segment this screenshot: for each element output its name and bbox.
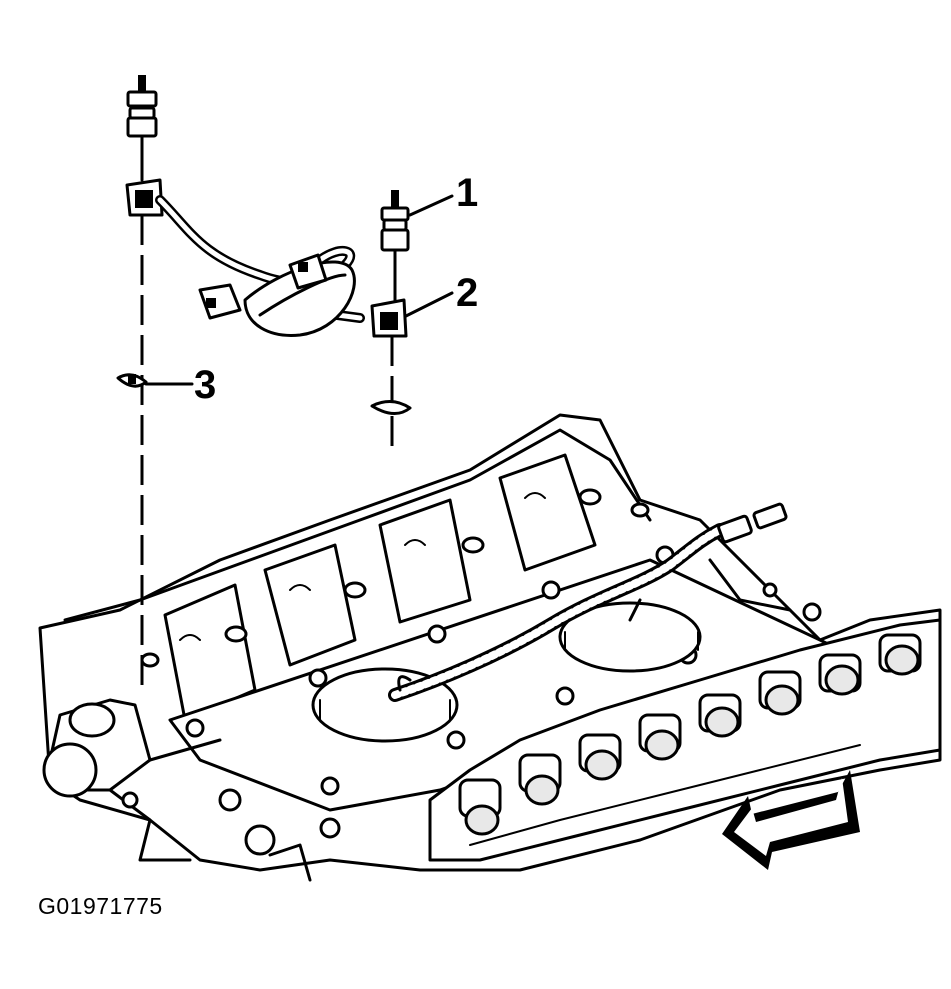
valley-cover-bolts xyxy=(185,545,822,796)
clip-icon xyxy=(370,298,408,338)
harness-assembly xyxy=(116,75,412,690)
engine-wiring-harness xyxy=(388,502,792,702)
stud-icon xyxy=(380,190,410,307)
direction-arrow-icon xyxy=(722,770,860,870)
callout-number: 3 xyxy=(194,363,216,407)
figure-code: G01971775 xyxy=(38,893,163,919)
callout-2: 2 xyxy=(404,271,478,318)
callout-1: 1 xyxy=(408,171,478,217)
callout-number: 2 xyxy=(456,271,478,315)
bolt-icon xyxy=(116,373,148,388)
callout-number: 1 xyxy=(456,171,478,215)
clip-icon xyxy=(125,178,164,217)
rocker-arm-row xyxy=(428,618,942,862)
stud-icon xyxy=(126,75,158,182)
callout-3: 3 xyxy=(144,363,216,407)
port-bolt-boss xyxy=(140,488,650,668)
